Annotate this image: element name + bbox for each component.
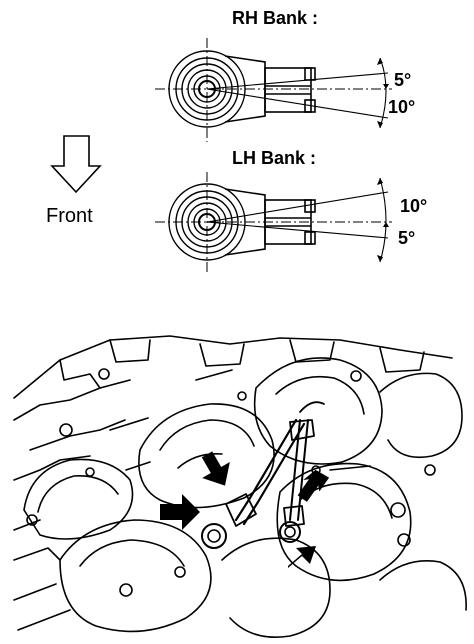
lh-bank-title: LH Bank : [232, 148, 316, 168]
lh-angle-line-upper [206, 191, 389, 223]
lh-sensor-head-icon [168, 183, 246, 261]
lh-upper-angle-label: 10° [400, 196, 427, 216]
lh-angle-line-lower [206, 221, 389, 239]
rh-upper-angle-label: 5° [394, 70, 411, 90]
rh-arc-tick [383, 84, 389, 89]
front-arrow-icon [50, 135, 102, 194]
lh-arc-tick [383, 222, 389, 227]
rh-bank-title: RH Bank : [232, 8, 318, 28]
lh-arc-arrow-bottom [377, 255, 383, 262]
lh-sensor-connector-icon [224, 188, 316, 256]
rh-arc-arrow-bottom [377, 121, 383, 128]
lh-angle-arc [379, 177, 387, 263]
lh-arc-arrow-top [377, 178, 383, 185]
rh-sensor-head-icon [168, 50, 246, 128]
pointer-arrows [160, 451, 330, 568]
arrow-pointer-1 [201, 451, 230, 486]
engine-illustration [13, 335, 467, 638]
rh-angle-line-upper [206, 72, 389, 90]
arrow-pointer-3 [297, 469, 330, 502]
lh-bank-figure: LH Bank : 10° 5° [155, 148, 427, 275]
arrow-pointer-4 [288, 546, 316, 568]
arrow-pointer-2 [160, 494, 200, 530]
rh-lower-angle-label: 10° [388, 97, 415, 117]
rh-angle-arc [379, 57, 387, 129]
front-direction-indicator: Front [46, 135, 102, 227]
front-label: Front [46, 205, 93, 227]
rh-arc-arrow-top [377, 58, 383, 65]
lh-lower-angle-label: 5° [398, 228, 415, 248]
rh-angle-line-lower [206, 88, 389, 119]
rh-bank-figure: RH Bank : 5° 10° [155, 8, 415, 142]
